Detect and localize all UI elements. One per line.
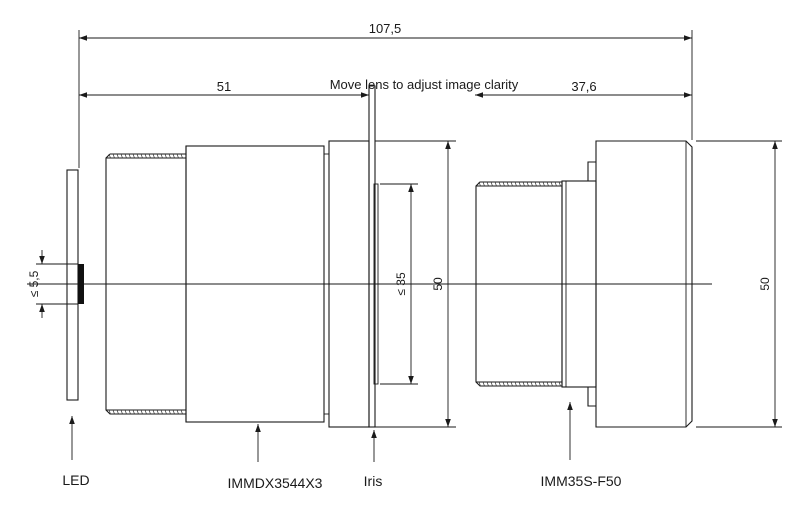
led-aperture-label: ≤ 5,5	[27, 270, 41, 297]
right-lens-threads	[478, 181, 561, 387]
adjust-note: Move lens to adjust image clarity	[330, 77, 519, 92]
left-dimension-label: 51	[217, 79, 231, 94]
left-lens-height-label: 50	[431, 277, 445, 291]
iris-component: ≤ 35	[368, 85, 418, 428]
left-lens-height-dimension: 50	[375, 140, 456, 428]
iris-callout: Iris	[364, 430, 383, 489]
iris-label: Iris	[364, 473, 383, 489]
overall-dimension: 107,5	[78, 21, 693, 168]
iris-aperture-label: ≤ 35	[394, 272, 408, 296]
right-lens-height-label: 50	[758, 277, 772, 291]
left-lens-callout: IMMDX3544X3	[228, 424, 323, 491]
right-lens-height-dimension: 50	[696, 140, 782, 428]
left-lens	[105, 140, 370, 428]
left-lens-threads	[108, 153, 183, 415]
right-lens-label: IMM35S-F50	[541, 473, 622, 489]
led-component: ≤ 5,5	[27, 169, 84, 401]
right-lens	[475, 140, 693, 428]
left-lens-label: IMMDX3544X3	[228, 475, 323, 491]
right-dimension-label: 37,6	[571, 79, 596, 94]
left-dimension: 51	[79, 79, 369, 98]
overall-dimension-label: 107,5	[369, 21, 402, 36]
right-lens-callout: IMM35S-F50	[541, 402, 622, 489]
led-callout: LED	[62, 416, 90, 488]
right-dimension: 37,6	[475, 79, 692, 98]
led-label: LED	[62, 472, 89, 488]
